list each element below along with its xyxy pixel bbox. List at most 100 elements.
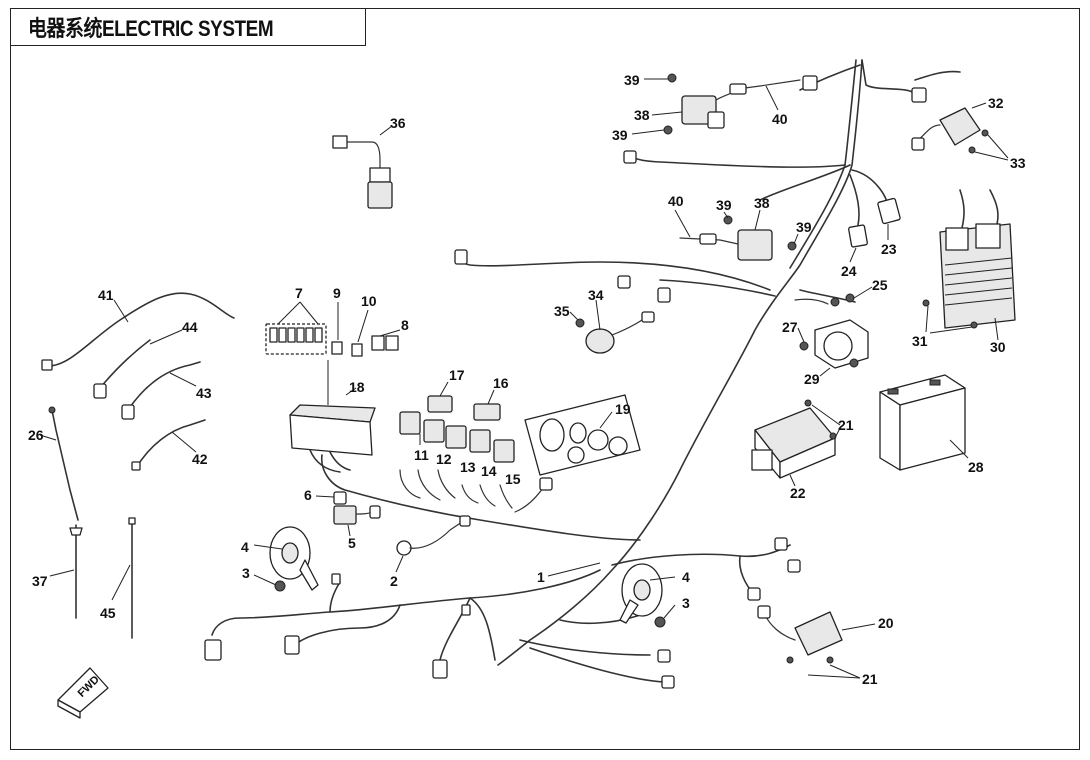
callout: 22 (790, 485, 806, 501)
callout: 3 (242, 565, 250, 581)
connector (623, 150, 637, 164)
callout: 29 (804, 371, 820, 387)
callout: 16 (493, 375, 509, 391)
part-37-cable-tie (49, 524, 83, 619)
callout: 14 (481, 463, 497, 479)
callout: 39 (624, 72, 640, 88)
connector (747, 587, 761, 601)
connector (657, 649, 671, 663)
part-4-horn-left (253, 526, 319, 592)
connector (661, 675, 675, 689)
callout: 43 (196, 385, 212, 401)
callout: 35 (554, 303, 570, 319)
callout: 9 (333, 285, 341, 301)
callout: 40 (772, 111, 788, 127)
part-7-fuses (265, 301, 327, 355)
part-18-fuse-box (289, 360, 376, 473)
callout: 38 (634, 107, 650, 123)
callout: 39 (796, 219, 812, 235)
callout: 15 (505, 471, 521, 487)
part-45-cable-tie (111, 517, 136, 639)
callout: 11 (414, 447, 429, 463)
callout: 37 (32, 573, 48, 589)
part-41-44-cables (41, 292, 235, 471)
part-23-24-connectors (848, 197, 901, 263)
connector (284, 635, 300, 655)
fwd-direction-marker: FWD (57, 667, 109, 719)
part-29-starter-relay (797, 286, 873, 377)
connector (657, 287, 671, 303)
callout: 5 (348, 535, 356, 551)
callout: 42 (192, 451, 208, 467)
harness-connectors (204, 75, 927, 689)
connector (204, 639, 222, 661)
connector (461, 604, 471, 616)
connector (539, 477, 553, 491)
part-4-horn-right (619, 563, 676, 628)
callout: 24 (841, 263, 857, 279)
callout-labels: 1 2 3 3 4 4 5 6 7 8 9 10 11 12 13 14 15 … (28, 72, 1026, 687)
callout: 45 (100, 605, 116, 621)
connector (617, 275, 631, 289)
connector (774, 537, 788, 551)
callout: 40 (668, 193, 684, 209)
connector (802, 75, 818, 91)
callout: 44 (182, 319, 198, 335)
callout: 38 (754, 195, 770, 211)
callout: 3 (682, 595, 690, 611)
part-38-sensor-lower (674, 209, 799, 261)
callout: 6 (304, 487, 312, 503)
connector (787, 559, 801, 573)
callout: 21 (838, 417, 854, 433)
callout: 21 (862, 671, 878, 687)
callout: 7 (295, 285, 303, 301)
part-32-module (911, 102, 1009, 161)
part-30-regulator (922, 189, 1016, 341)
callout: 28 (968, 459, 984, 475)
callout: 13 (460, 459, 476, 475)
connector (454, 249, 468, 265)
callout: 41 (98, 287, 114, 303)
connector (432, 659, 448, 679)
callout: 34 (588, 287, 604, 303)
callout: 4 (241, 539, 249, 555)
callout: 26 (28, 427, 44, 443)
main-wiring-harness (211, 59, 961, 683)
callout: 20 (878, 615, 894, 631)
callout: 12 (436, 451, 452, 467)
part-36-switch (332, 125, 393, 209)
connector (331, 573, 341, 585)
connector (911, 87, 927, 103)
callout: 23 (881, 241, 897, 257)
callout: 19 (615, 401, 631, 417)
callout: 33 (1010, 155, 1026, 171)
callout: 1 (537, 569, 545, 585)
part-5-6-components (315, 491, 381, 537)
part-26-cable-tie (39, 406, 79, 521)
callout: 25 (872, 277, 888, 293)
part-9-10-8-relays (331, 302, 401, 357)
callout: 27 (782, 319, 798, 335)
callout: 36 (390, 115, 406, 131)
part-38-sensor-upper (631, 73, 801, 135)
page-title: 电器系统ELECTRIC SYSTEM (28, 15, 274, 41)
part-22-ecu (751, 399, 841, 487)
title-box: 电器系统ELECTRIC SYSTEM (10, 8, 366, 46)
callout: 39 (612, 127, 628, 143)
callout: 10 (361, 293, 377, 309)
part-28-battery (879, 374, 969, 471)
part-19-grommet-kit (524, 394, 641, 476)
diagram-frame (10, 8, 1080, 750)
part-11-17-relays (399, 381, 515, 463)
callout: 18 (349, 379, 365, 395)
callout: 8 (401, 317, 409, 333)
callout: 31 (912, 333, 928, 349)
part-2-sensor (395, 515, 471, 573)
callout: 39 (716, 197, 732, 213)
callout: 30 (990, 339, 1006, 355)
callout: 32 (988, 95, 1004, 111)
part-20-module (757, 605, 876, 679)
part-34-sensor (569, 299, 655, 354)
callout: 4 (682, 569, 690, 585)
callout: 2 (390, 573, 398, 589)
